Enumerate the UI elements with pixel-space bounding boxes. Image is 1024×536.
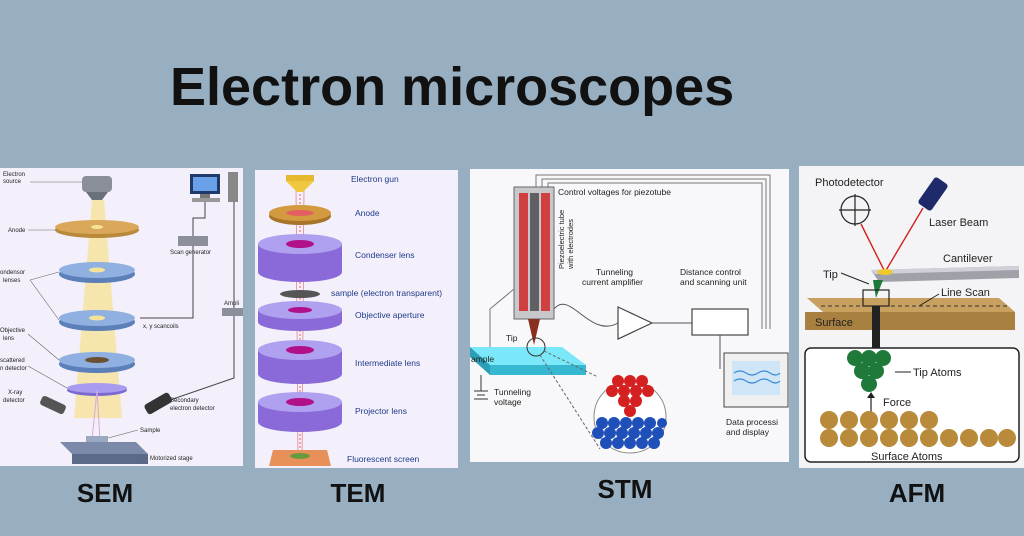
afm-caption: AFM [888, 478, 946, 508]
afm-diagram: Photodetector Laser Beam Cantilever Tip … [799, 166, 1024, 468]
stm-label-piezo-2: with electrodes [566, 219, 575, 270]
sem-label-condensor-2: lenses [3, 278, 20, 284]
tem-label-sample: sample (electron transparent) [331, 288, 442, 298]
sem-label-scattered-1: scattered [0, 358, 25, 364]
stm-diagram: Control voltages for piezotube Tunneling… [470, 169, 789, 462]
sem-label-electron-source-2: source [3, 179, 22, 185]
sem-label-objective-1: Objective [0, 328, 26, 334]
tem-sample-icon [280, 290, 320, 298]
afm-label-tip: Tip [823, 269, 838, 281]
stm-caption: STM [597, 474, 653, 504]
tem-anode-icon [269, 205, 331, 225]
afm-label-laser: Laser Beam [929, 217, 988, 229]
sem-label-xray-2: detector [3, 398, 25, 404]
surface-atoms-icon [820, 411, 1016, 447]
afm-label-surface-atoms: Surface Atoms [871, 451, 943, 463]
atoms-zoom-icon [592, 375, 667, 454]
tem-label-condenser: Condenser lens [355, 250, 415, 260]
afm-label-line-scan: Line Scan [941, 287, 990, 299]
amplifier-icon [222, 308, 243, 316]
afm-label-cantilever: Cantilever [943, 253, 993, 265]
anode-icon [55, 220, 139, 238]
stm-label-sample: ample [471, 354, 494, 364]
afm-label-surface: Surface [815, 317, 853, 329]
sem-caption: SEM [76, 478, 134, 508]
laser-icon [918, 177, 948, 211]
sem-label-electron-source-1: Electron [3, 172, 25, 178]
stm-label-tip: Tip [506, 333, 518, 343]
sem-label-anode: Anode [8, 228, 26, 234]
sem-label-xray-1: X-ray [8, 390, 22, 396]
stm-label-control: Control voltages for piezotube [558, 187, 671, 197]
sem-label-scan-generator: Scan generator [170, 250, 211, 256]
stm-label-tunneling-amp-2: current amplifier [582, 277, 643, 287]
distance-control-icon [691, 308, 749, 336]
afm-surface-icon [805, 298, 1015, 330]
projector-lens-icon [258, 392, 342, 432]
afm-label-force: Force [883, 397, 911, 409]
tem-diagram: Electron gun Anode Condenser lens sample… [255, 170, 458, 468]
tunneling-amplifier-icon [617, 306, 654, 340]
sem-label-scancoils: x, y scancoils [143, 324, 179, 330]
sem-label-objective-2: lens [3, 336, 14, 342]
objective-aperture-icon [258, 301, 342, 331]
cantilever-icon [871, 266, 1019, 298]
afm-label-photodetector: Photodetector [815, 177, 884, 189]
stm-label-distance-2: and scanning unit [680, 277, 747, 287]
tem-label-intermediate: Intermediate lens [355, 358, 420, 368]
sem-label-secondary-1: Secondary [170, 398, 199, 404]
tem-caption: TEM [330, 478, 386, 508]
data-display-icon [723, 352, 789, 408]
sem-label-scattered-2: n detector [0, 366, 27, 372]
sem-label-sample: Sample [140, 428, 161, 434]
stm-label-voltage-1: Tunneling [494, 387, 531, 397]
electron-gun-icon [286, 175, 314, 192]
afm-label-tip-atoms: Tip Atoms [913, 367, 962, 379]
tem-label-projector: Projector lens [355, 406, 407, 416]
sem-label-secondary-2: electron detector [170, 406, 215, 412]
tip-atoms-icon [847, 350, 891, 392]
tem-label-anode: Anode [355, 208, 380, 218]
sem-label-stage: Motorized stage [150, 456, 193, 462]
stm-label-data-2: and display [726, 427, 770, 437]
computer-icon [190, 172, 238, 202]
stm-sample-icon [470, 347, 586, 375]
objective-lens-icon [59, 352, 135, 373]
stm-label-distance-1: Distance control [680, 267, 741, 277]
condensor-lens-1-icon [59, 262, 135, 283]
stm-label-data-1: Data processi [726, 417, 778, 427]
sem-label-condensor-1: ondensor [0, 270, 25, 276]
fluorescent-screen-icon [269, 450, 331, 466]
tem-label-screen: Fluorescent screen [347, 454, 420, 464]
secondary-detector-icon [144, 392, 173, 415]
stm-label-voltage-2: voltage [494, 397, 522, 407]
scan-generator-icon [178, 236, 208, 246]
condenser-lens-icon [258, 234, 342, 282]
piezo-tube-icon [513, 186, 555, 345]
stm-label-piezo-1: Piezoelectric tube [557, 210, 566, 269]
sem-label-amplifier: Ampli [224, 301, 239, 307]
photodetector-icon [839, 194, 871, 226]
stm-label-tunneling-amp-1: Tunneling [596, 267, 633, 277]
xray-detector-icon [40, 395, 66, 415]
tem-label-objective: Objective aperture [355, 310, 425, 320]
tem-label-gun: Electron gun [351, 174, 399, 184]
tunneling-voltage-icon [474, 375, 488, 400]
sem-diagram: Electron source Anode ondensor lenses Ob… [0, 168, 243, 466]
page-title: Electron microscopes [170, 57, 735, 117]
intermediate-lens-icon [258, 340, 342, 384]
electron-source-icon [82, 176, 112, 200]
motorized-stage-icon [60, 436, 148, 464]
condensor-lens-2-icon [59, 310, 135, 331]
